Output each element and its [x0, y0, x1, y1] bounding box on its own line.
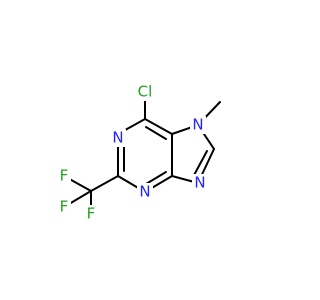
atom-labels: Cl N N N N F F F: [57, 83, 208, 223]
atom-f1: F: [84, 205, 98, 223]
atom-n9-label: N: [194, 174, 205, 192]
atom-n3: N: [137, 183, 153, 201]
atom-cl-label: Cl: [138, 83, 153, 101]
atom-f2: F: [57, 167, 71, 185]
bond-c2-cf3: [90, 175, 119, 192]
bond-n3-c4-inner: [145, 171, 167, 185]
bond-c5-c6: [144, 118, 173, 135]
bond-c5-c6-inner: [145, 126, 167, 140]
atom-f1-label: F: [87, 205, 96, 223]
atom-f2-label: F: [60, 167, 69, 185]
atom-n7-label: N: [192, 116, 203, 134]
molecule-structure: Cl N N N N F F F: [57, 82, 221, 223]
bond-c8-n9-inner: [192, 150, 208, 178]
atom-n7: N: [190, 116, 206, 134]
atom-n1: N: [110, 129, 126, 147]
atom-n3-label: N: [139, 183, 150, 201]
atom-f3-label: F: [60, 198, 69, 216]
atom-n9: N: [192, 174, 208, 192]
atom-n1-label: N: [112, 129, 123, 147]
atom-f3: F: [57, 198, 71, 216]
atom-cl: Cl: [133, 83, 157, 101]
